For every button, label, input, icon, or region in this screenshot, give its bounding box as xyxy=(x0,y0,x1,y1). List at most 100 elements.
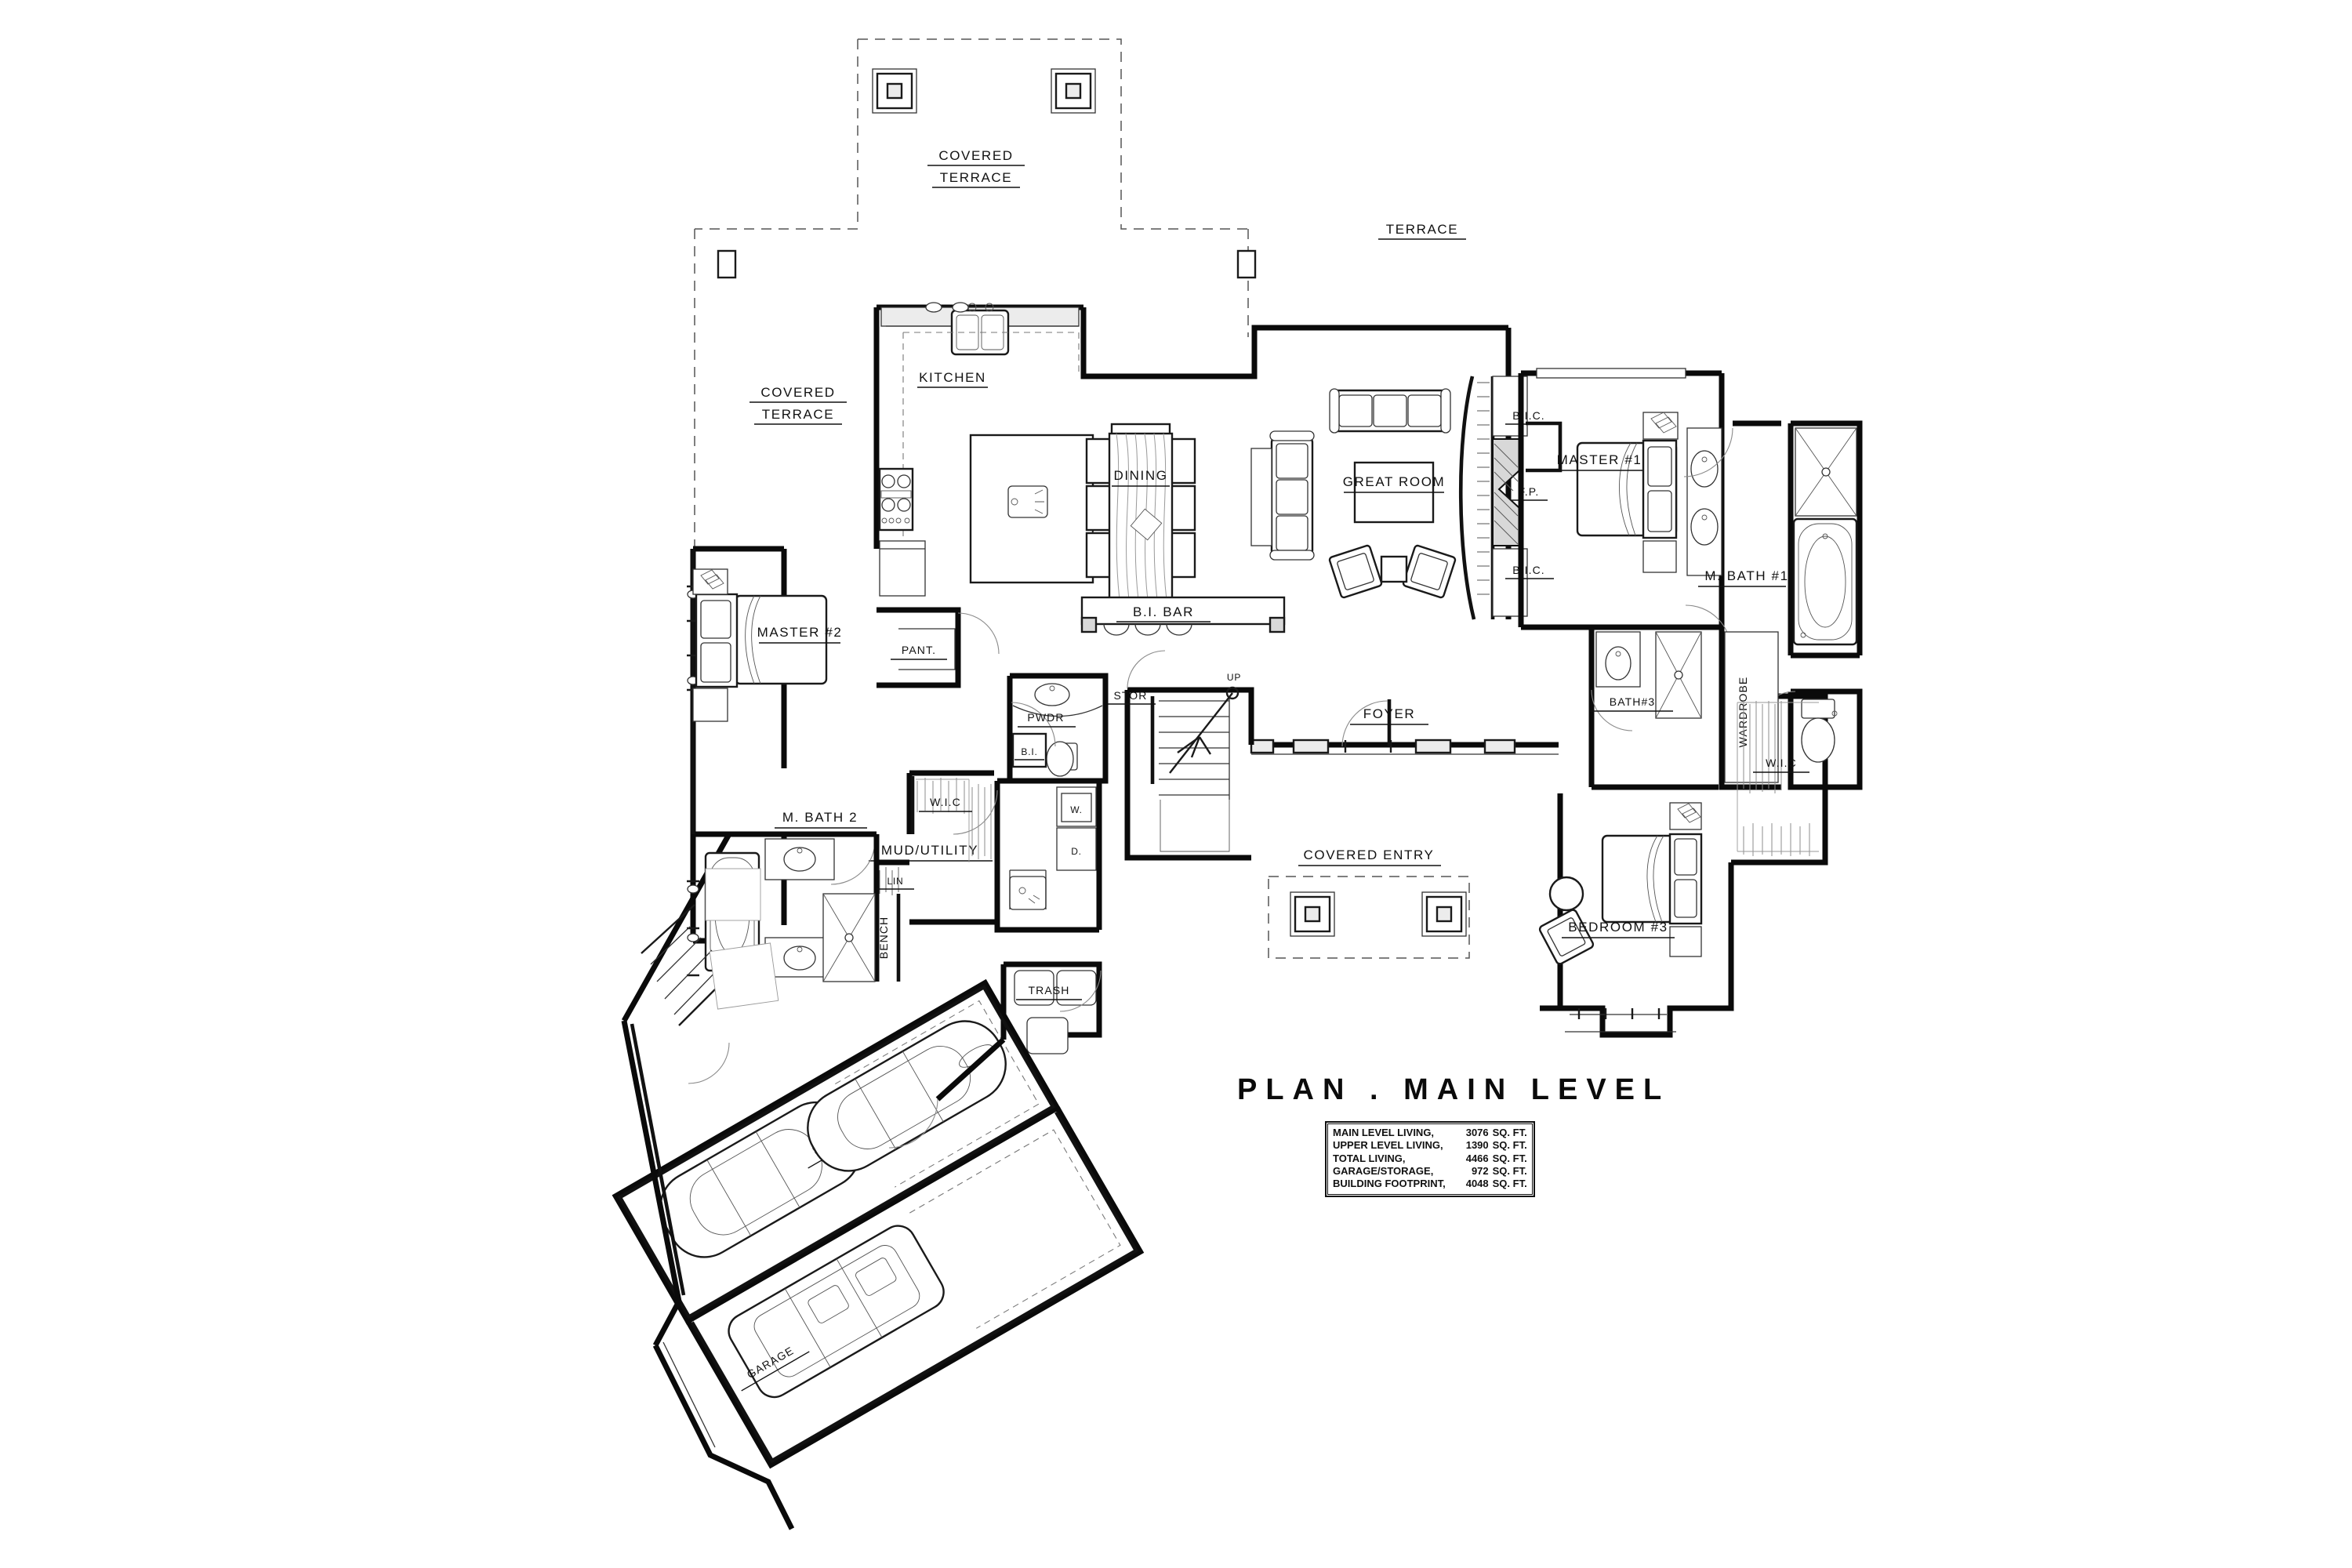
area-schedule-unit: SQ. FT. xyxy=(1492,1139,1527,1152)
bathtub-icon xyxy=(1792,517,1858,646)
powder-label-text: PWDR xyxy=(1027,711,1064,724)
bic-upper-label-text: B.I.C. xyxy=(1512,409,1545,422)
area-schedule-label: BUILDING FOOTPRINT, xyxy=(1333,1178,1446,1190)
stair-and-storage: UP STOR xyxy=(1105,650,1254,861)
sofa-icon xyxy=(1250,430,1315,561)
area-schedule-value: 972 xyxy=(1471,1164,1489,1177)
dryer-label-text: D. xyxy=(1071,846,1082,857)
lamp-icon xyxy=(1650,412,1677,434)
armchair-icon xyxy=(1328,544,1383,599)
dining-label-text: DINING xyxy=(1113,468,1167,483)
column-symbol xyxy=(1236,249,1257,279)
area-schedule-label: GARAGE/STORAGE, xyxy=(1333,1164,1434,1177)
column-symbol xyxy=(872,68,917,114)
armchair-icon xyxy=(1402,544,1457,599)
bi-bar-label: B.I. BAR xyxy=(1116,604,1210,622)
kitchen-label: KITCHEN xyxy=(917,370,988,388)
linen-label-text: LIN xyxy=(887,876,903,887)
terrace-outline xyxy=(694,229,1249,549)
master-2-room: MASTER #2 xyxy=(687,549,877,837)
shower-icon xyxy=(1795,427,1857,517)
page-title: PLAN . MAIN LEVEL xyxy=(1237,1073,1670,1106)
bath-3-label-text: BATH#3 xyxy=(1610,695,1655,708)
terrace-label-text: TERRACE xyxy=(1386,222,1458,237)
bath-3: BATH#3 xyxy=(1588,624,1722,790)
area-schedule-label: UPPER LEVEL LIVING, xyxy=(1333,1139,1443,1152)
covered-entry: COVERED ENTRY xyxy=(1268,848,1470,959)
sofa-icon xyxy=(1329,388,1451,434)
bi-closet-label-text: B.I. xyxy=(1021,746,1037,757)
sink-icon xyxy=(783,847,816,872)
armchair-icon xyxy=(1538,909,1595,965)
area-schedule-unit: SQ. FT. xyxy=(1492,1127,1527,1138)
trash-label-text: TRASH xyxy=(1029,984,1070,996)
garage-entry-walls xyxy=(621,1020,1006,1530)
shower-icon xyxy=(1655,631,1702,719)
great-room-label-text: GREAT ROOM xyxy=(1343,474,1446,489)
covered-terrace-west-line2: TERRACE xyxy=(762,407,834,422)
window-icon xyxy=(925,302,969,313)
dining-label: DINING xyxy=(1112,468,1170,487)
m-bath-1 xyxy=(1683,420,1858,763)
area-schedule-label: MAIN LEVEL LIVING, xyxy=(1333,1127,1435,1138)
nightstand xyxy=(1642,540,1677,573)
covered-terrace-north-outline xyxy=(695,38,1248,230)
nightstand xyxy=(1669,802,1702,830)
window-icon xyxy=(1577,1008,1661,1019)
pantry-label-text: PANT. xyxy=(902,644,936,656)
linen-closet: LIN xyxy=(877,859,914,895)
bedroom-3: BEDROOM #3 xyxy=(1538,802,1703,1033)
stair-up-label-text: UP xyxy=(1227,672,1241,683)
sink-icon xyxy=(1690,450,1719,488)
column-symbol xyxy=(1421,891,1467,937)
master-1-label-text: MASTER #1 xyxy=(1557,452,1642,467)
trash-room: TRASH xyxy=(1000,961,1102,1054)
window-icon xyxy=(1250,739,1516,754)
lamp-icon xyxy=(700,569,724,590)
storage-label-text: STOR xyxy=(1113,689,1147,702)
area-schedule-unit: SQ. FT. xyxy=(1492,1152,1527,1164)
foyer-area xyxy=(1250,699,1559,755)
built-in-bar xyxy=(1080,596,1286,636)
exterior-steps xyxy=(641,868,779,1026)
sink-icon xyxy=(1690,508,1719,546)
side-table xyxy=(1380,555,1408,583)
sink-icon xyxy=(1007,485,1048,518)
area-schedule-value: 1390 xyxy=(1465,1139,1489,1152)
covered-terrace-north-label: COVERED TERRACE xyxy=(927,148,1025,188)
area-schedule-label: TOTAL LIVING, xyxy=(1333,1152,1406,1164)
sink-icon xyxy=(783,946,816,971)
covered-terrace-north-line1: COVERED xyxy=(938,148,1013,163)
pantry: PANT. xyxy=(877,607,1000,688)
bench: BENCH xyxy=(822,893,901,982)
column-symbol xyxy=(1290,891,1335,937)
toilet-icon xyxy=(1801,699,1838,763)
wic-master-2-label-text: W.I.C xyxy=(930,796,961,808)
powder-room: PWDR xyxy=(1007,673,1109,784)
covered-terrace-west-line1: COVERED xyxy=(760,385,835,400)
sink-icon xyxy=(1605,646,1632,681)
m-bath-1-label: M. BATH #1 xyxy=(1698,568,1788,587)
area-schedule-value: 4048 xyxy=(1465,1178,1489,1190)
master-1-label: MASTER #1 xyxy=(1556,452,1642,471)
wic-master-1-label-text: W.I.C xyxy=(1766,757,1797,769)
bic-lower-label-text: B.I.C. xyxy=(1512,564,1545,576)
m-bath-2-label-text: M. BATH 2 xyxy=(782,810,858,825)
covered-entry-label-text: COVERED ENTRY xyxy=(1304,848,1435,862)
nightstand xyxy=(692,688,728,722)
dryer-icon xyxy=(1056,827,1097,871)
washer-icon xyxy=(1056,786,1097,827)
utility-sink-icon xyxy=(1009,876,1047,910)
covered-terrace-north-line2: TERRACE xyxy=(940,170,1012,185)
range-cooktop-icon xyxy=(878,467,914,532)
mud-utility-label-text: MUD/UTILITY xyxy=(881,843,978,858)
washer-label-text: W. xyxy=(1070,804,1083,815)
